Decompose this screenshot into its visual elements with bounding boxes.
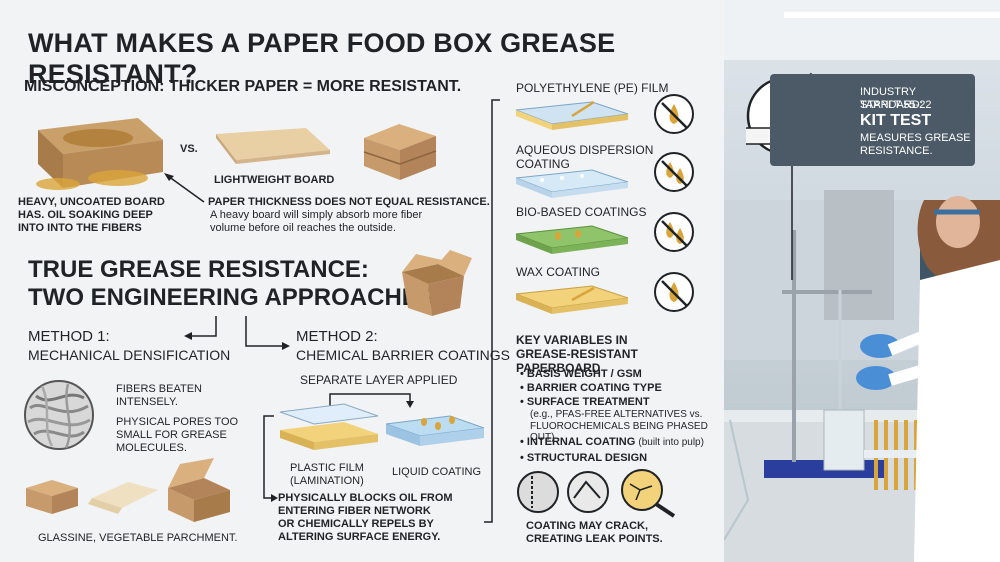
method1-desc-2a: PHYSICAL PORES TOO (116, 416, 239, 428)
page-title: WHAT MAKES A PAPER FOOD BOX GREASE RESIS… (28, 28, 616, 90)
lightweight-caption: LIGHTWEIGHT BOARD (214, 174, 335, 186)
glassine-products-illustration (26, 458, 230, 522)
heavy-caption-3: INTO INTO THE FIBERS (18, 222, 142, 234)
coating-pe-label: POLYETHYLENE (PE) FILM (516, 81, 669, 95)
liquid-coating-label: LIQUID COATING (392, 466, 482, 478)
heavy-caption-1: HEAVY, UNCOATED BOARD (18, 196, 165, 208)
internal-note: (built into pulp) (638, 437, 704, 448)
coating-wax-label: WAX COATING (516, 265, 600, 279)
method1-examples: GLASSINE, VEGETABLE PARCHMENT. (38, 532, 238, 544)
coating-bio-label: BIO-BASED COATINGS (516, 205, 647, 219)
crack-inspection-icons (517, 469, 676, 518)
no-grease-icon (654, 94, 694, 134)
coating-aqueous-label-2: COATING (516, 157, 570, 171)
variable-item: STRUCTURAL DESIGN (520, 452, 647, 464)
plastic-film-label-2: (LAMINATION) (290, 475, 364, 487)
layer-split-bracket (329, 393, 414, 408)
standard-line-5: RESISTANCE. (860, 145, 933, 157)
lab-scene (724, 0, 1000, 562)
standard-line-3: KIT TEST (860, 112, 932, 129)
open-takeout-box-icon (402, 250, 472, 316)
liquid-coating-illustration (385, 415, 485, 446)
method-connector-arrows (184, 316, 290, 350)
industry-standard-callout: INDUSTRY STANDARD: TAPPI T 55-22 KIT TES… (770, 74, 975, 166)
method2-result-3: OR CHEMICALLY REPELS BY (278, 518, 434, 530)
method1-desc-1b: INTENSELY. (116, 396, 178, 408)
crack-warning-2: CREATING LEAK POINTS. (526, 533, 663, 545)
true-resistance-heading-1: TRUE GREASE RESISTANCE: (28, 256, 369, 283)
method2-result-2: ENTERING FIBER NETWORK (278, 505, 431, 517)
no-grease-icon (654, 212, 694, 252)
variable-item-internal: INTERNAL COATING (built into pulp) (520, 436, 704, 448)
method2-result-1: PHYSICALLY BLOCKS OIL FROM (278, 492, 453, 504)
plastic-film-illustration (279, 403, 379, 450)
lightweight-board-illustration (216, 128, 330, 164)
variables-heading-1: KEY VARIABLES IN (516, 333, 628, 347)
misconception-heading: MISCONCEPTION: THICKER PAPER = MORE RESI… (24, 78, 462, 95)
method1-label: METHOD 1: (28, 328, 110, 345)
method1-name: MECHANICAL DENSIFICATION (28, 347, 231, 363)
no-grease-icon (654, 272, 694, 312)
variable-item: BARRIER COATING TYPE (520, 382, 662, 394)
standard-line-1: INDUSTRY STANDARD: (860, 86, 923, 111)
thickness-note-title: PAPER THICKNESS DOES NOT EQUAL RESISTANC… (208, 196, 490, 208)
arrow-icon (164, 173, 205, 203)
variable-item: BASIS WEIGHT / GSM (520, 368, 642, 380)
method2-result-4: ALTERING SURFACE ENERGY. (278, 531, 441, 543)
method2-layer-label: SEPARATE LAYER APPLIED (300, 373, 458, 387)
internal-label: INTERNAL COATING (526, 436, 636, 448)
variable-item: SURFACE TREATMENT (520, 396, 650, 408)
coating-pe-swatch (515, 100, 629, 130)
standard-line-2: TAPPI T 55-22 (860, 99, 932, 111)
heavy-board-illustration (36, 118, 163, 190)
surface-note-1: (e.g., PFAS-FREE ALTERNATIVES vs. (530, 409, 703, 420)
vs-label: VS. (180, 143, 198, 155)
infographic-panel: WHAT MAKES A PAPER FOOD BOX GREASE RESIS… (0, 0, 724, 562)
method1-desc-2b: SMALL FOR GREASE (116, 429, 227, 441)
callout-line (791, 162, 793, 280)
coating-aqueous-swatch (515, 169, 629, 198)
plastic-film-label-1: PLASTIC FILM (290, 462, 364, 474)
method2-name: CHEMICAL BARRIER COATINGS (296, 347, 510, 363)
heavy-caption-2: HAS. OIL SOAKING DEEP (18, 209, 153, 221)
coatings-bracket (484, 99, 500, 523)
closed-food-box-icon (363, 124, 437, 180)
crack-warning-1: COATING MAY CRACK, (526, 520, 649, 532)
method2-left-bracket (263, 415, 278, 502)
method2-label: METHOD 2: (296, 328, 378, 345)
true-resistance-heading-2: TWO ENGINEERING APPROACHES (28, 284, 434, 311)
method1-desc-1a: FIBERS BEATEN (116, 383, 202, 395)
standard-line-4: MEASURES GREASE (860, 132, 971, 144)
coating-bio-swatch (515, 225, 629, 254)
thickness-note-body-1: A heavy board will simply absorb more fi… (210, 209, 423, 221)
fiber-microscope-icon (24, 380, 94, 450)
thickness-note-body-2: volume before oil reaches the outside. (210, 222, 396, 234)
coating-wax-swatch (515, 285, 629, 314)
method1-desc-2c: MOLECULES. (116, 442, 187, 454)
coating-aqueous-label-1: AQUEOUS DISPERSION (516, 143, 654, 157)
no-grease-icon (654, 152, 694, 192)
